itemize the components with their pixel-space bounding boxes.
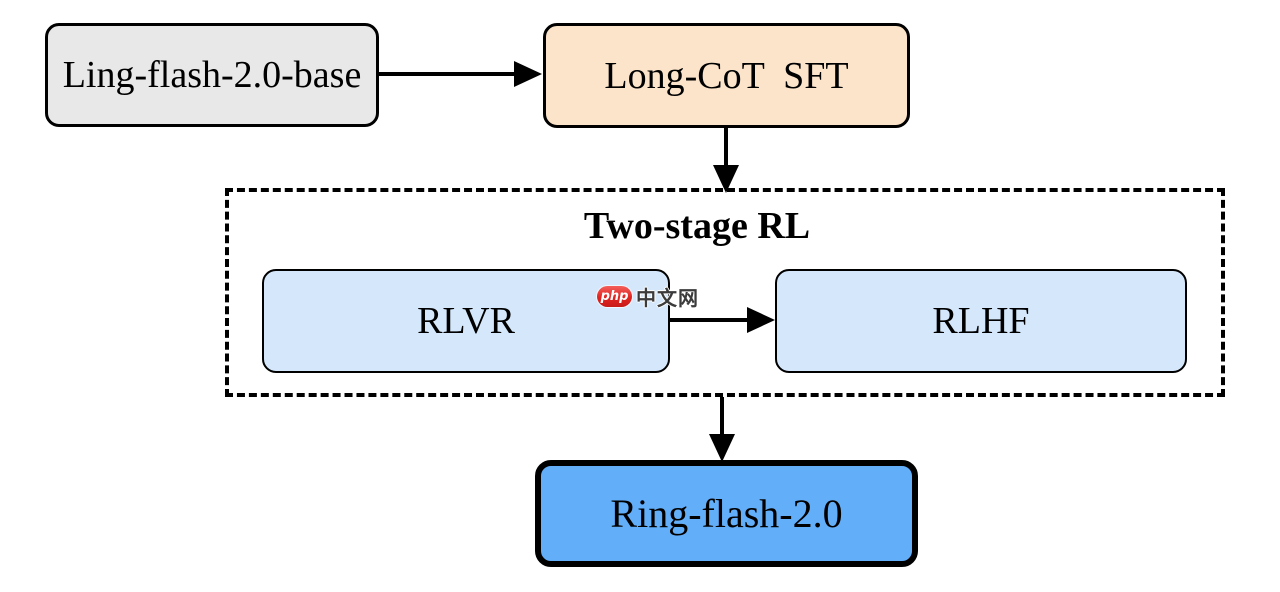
node-ring-flash: Ring-flash-2.0 [535, 460, 918, 567]
node-ring-flash-label: Ring-flash-2.0 [610, 491, 843, 536]
php-logo-icon: php [597, 286, 632, 307]
two-stage-rl-title: Two-stage RL [583, 205, 811, 247]
arrow-rl-to-ring-shaft [720, 397, 724, 437]
node-long-cot-sft-label: Long-CoT SFT [604, 54, 849, 97]
arrow-rlvr-to-rlhf-head-icon [747, 307, 775, 333]
watermark: php 中文网 [597, 282, 699, 311]
watermark-site-text: 中文网 [636, 286, 699, 310]
arrow-sft-to-rl-shaft [724, 128, 728, 170]
node-ling-flash-base: Ling-flash-2.0-base [45, 23, 379, 127]
arrow-rl-to-ring-head-icon [709, 434, 735, 462]
arrow-base-to-sft-shaft [377, 72, 517, 76]
arrow-base-to-sft-head-icon [514, 61, 542, 87]
node-rlvr-label: RLVR [417, 300, 515, 342]
two-stage-rl-container [225, 188, 1225, 397]
node-ling-flash-base-label: Ling-flash-2.0-base [62, 54, 362, 96]
node-rlhf-label: RLHF [932, 300, 1030, 342]
node-long-cot-sft: Long-CoT SFT [543, 23, 910, 128]
node-rlhf: RLHF [775, 269, 1187, 373]
arrow-rlvr-to-rlhf-shaft [670, 318, 750, 322]
